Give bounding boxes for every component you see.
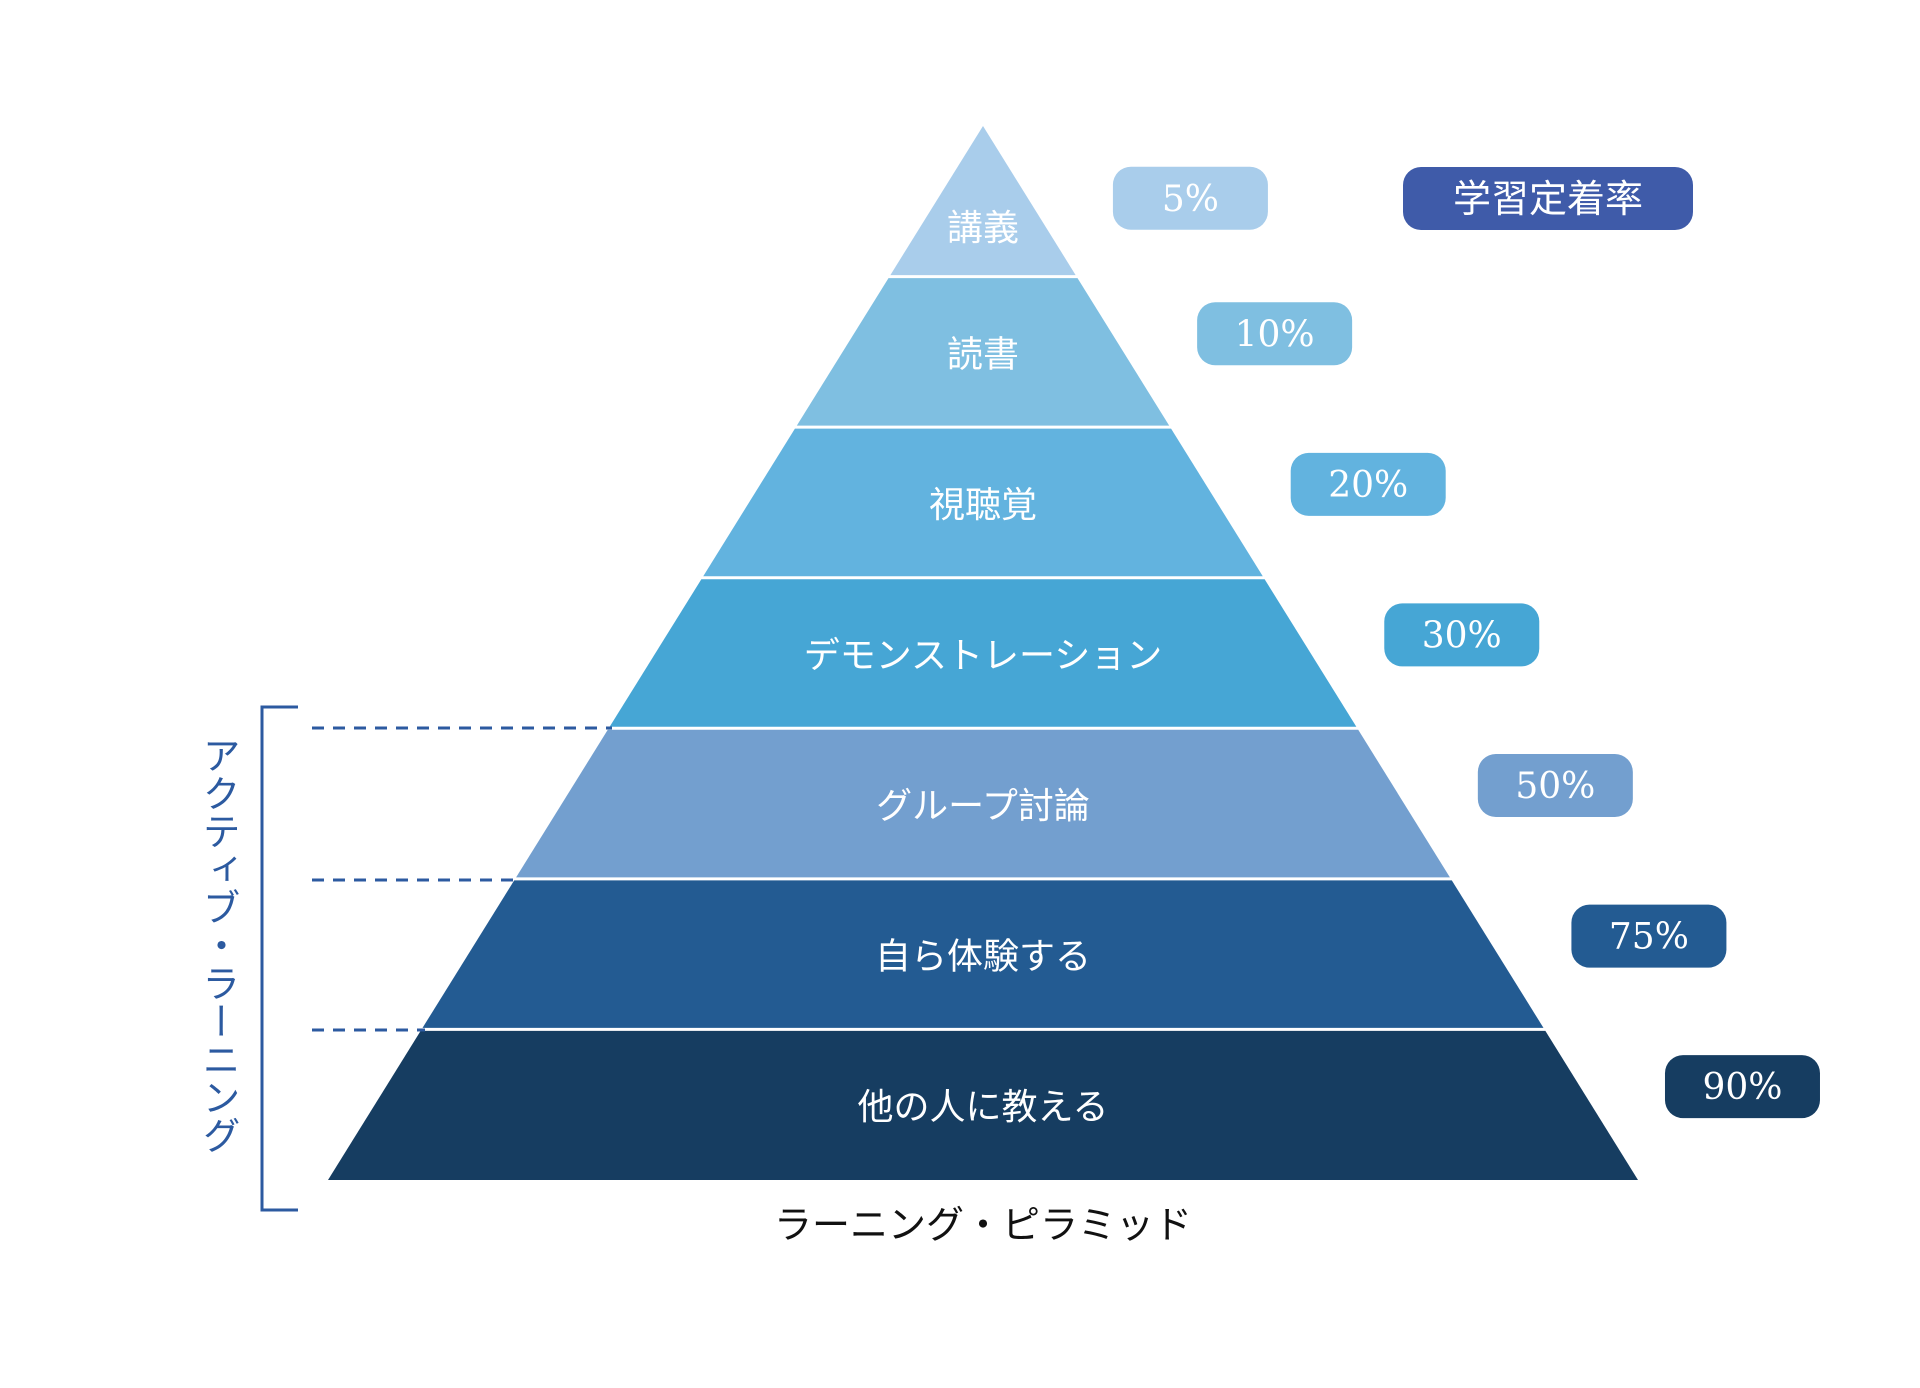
pyramid-tier [328,1030,1638,1180]
pyramid-tier [890,126,1076,276]
tier-label: 自ら体験する [875,937,1091,978]
tier-label: デモンストレーション [804,636,1163,677]
rate-badge [1197,302,1353,366]
tier-label: 講義 [947,208,1019,249]
active-learning-bracket [260,705,612,1212]
rate-badge-text: 50% [1515,766,1595,807]
rate-badge-text: 20% [1328,465,1408,506]
rate-badge-text: 75% [1609,917,1689,958]
rate-badge [1477,754,1633,818]
tier-label: 視聴覚 [929,485,1037,526]
pyramid-tier [703,428,1263,577]
tier-label: 他の人に教える [858,1087,1109,1128]
rate-badge-text: 30% [1422,615,1502,656]
legend-label: 学習定着率 [1453,177,1643,221]
pyramid-tier [609,579,1357,727]
pyramid-tier [516,729,1450,878]
retention-rate-legend: 学習定着率 [1403,167,1693,230]
tier-label: 読書 [947,334,1019,375]
pyramid-tier [422,880,1544,1028]
rate-badge [1112,166,1268,230]
rate-badge-text: 10% [1235,314,1315,355]
bracket-line [260,705,298,1212]
retention-rate-badges: 5% 10% 20% 30% 50% 75% 90% [1112,166,1820,1119]
pyramid-tier [796,278,1170,426]
rate-badge [1664,1055,1820,1119]
rate-badge [1384,603,1540,667]
legend-badge [1403,167,1693,230]
rate-badge [1571,904,1727,968]
diagram-caption: ラーニング・ピラミッド [774,1203,1192,1247]
active-learning-label: アクティブ・ラーニング [196,736,240,1154]
rate-badge-text: 5% [1162,179,1219,220]
rate-badge [1290,452,1446,516]
tier-label: グループ討論 [876,786,1090,827]
rate-badge-text: 90% [1702,1067,1782,1108]
